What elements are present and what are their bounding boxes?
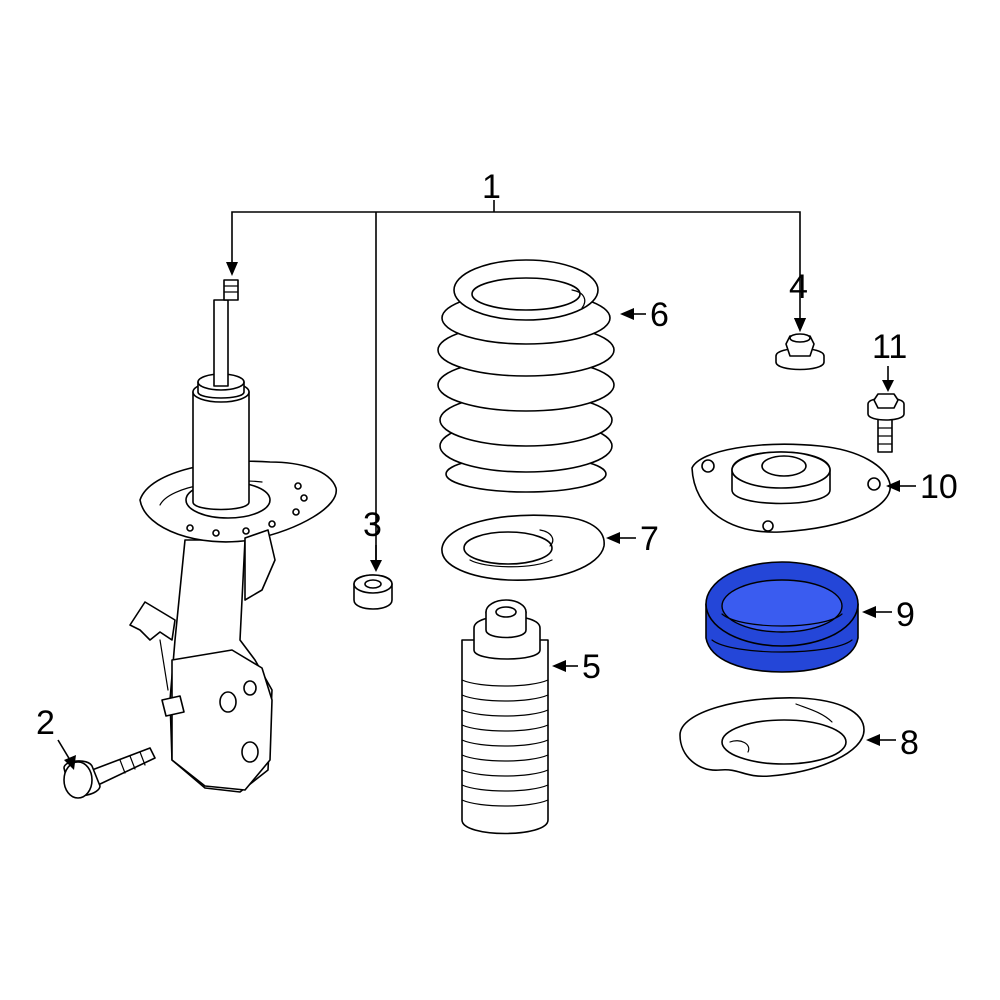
callout-8-label: 8 xyxy=(900,724,919,762)
callout-3: 3 xyxy=(363,506,382,572)
callout-11: 11 xyxy=(872,328,907,392)
dust-boot-part-5[interactable] xyxy=(461,599,549,835)
callout-5-label: 5 xyxy=(582,648,601,686)
callout-2-label: 2 xyxy=(36,704,55,742)
callout-9-label: 9 xyxy=(896,596,915,634)
callout-4: 4 xyxy=(789,268,808,332)
callout-5: 5 xyxy=(552,648,601,686)
callout-6: 6 xyxy=(620,296,669,334)
nut-part-4[interactable] xyxy=(775,333,825,371)
coil-spring-part-6[interactable] xyxy=(437,259,615,493)
callout-8: 8 xyxy=(866,724,919,762)
strut-mount-part-10[interactable] xyxy=(691,443,891,533)
spring-insulator-part-7[interactable] xyxy=(441,514,605,581)
callout-7: 7 xyxy=(606,520,659,558)
callout-2: 2 xyxy=(36,704,76,770)
nut-part-3[interactable] xyxy=(353,574,393,610)
callout-10-label: 10 xyxy=(920,468,958,506)
callout-9: 9 xyxy=(862,596,915,634)
callout-1-label: 1 xyxy=(482,168,501,206)
callout-7-label: 7 xyxy=(640,520,659,558)
callout-6-label: 6 xyxy=(650,296,669,334)
callout-4-label: 4 xyxy=(789,268,808,306)
callout-11-label: 11 xyxy=(872,328,907,366)
bearing-part-9[interactable] xyxy=(705,561,859,673)
strut-assembly[interactable] xyxy=(129,279,337,793)
callout-10: 10 xyxy=(886,468,958,506)
callout-3-label: 3 xyxy=(363,506,382,544)
lower-insulator-part-8[interactable] xyxy=(679,697,865,778)
bolt-part-2[interactable] xyxy=(63,747,156,799)
bolt-part-11[interactable] xyxy=(867,393,905,453)
